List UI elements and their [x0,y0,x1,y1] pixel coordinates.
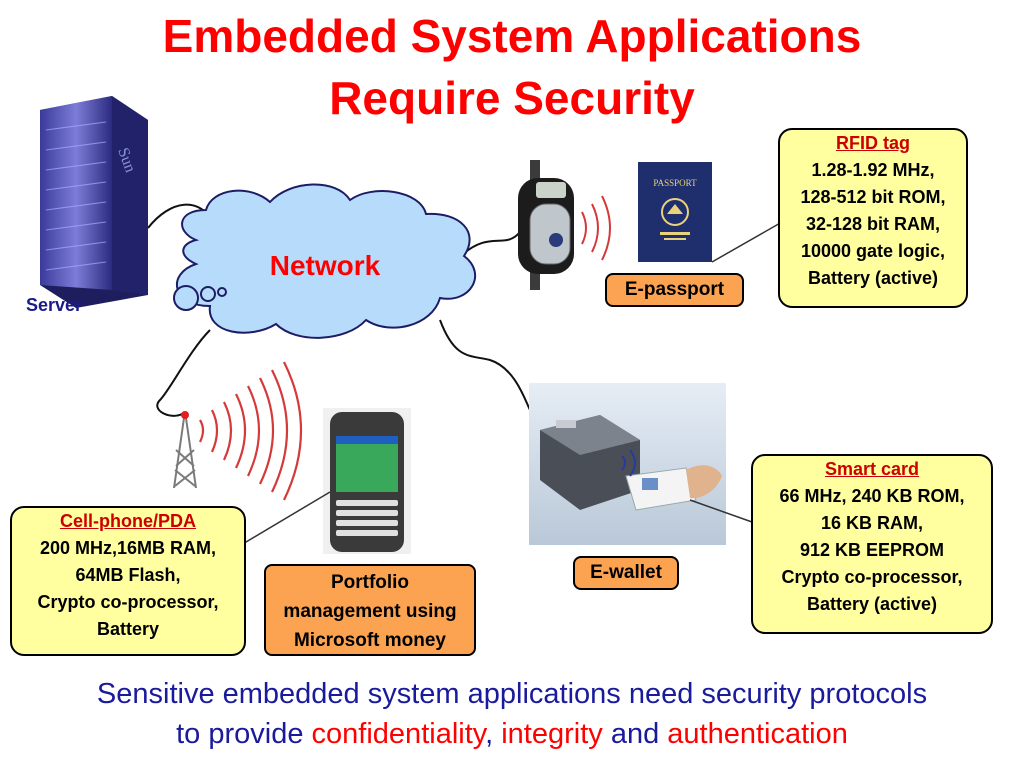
smartcard-spec-line: Battery (active) [806,594,938,614]
cellphone-heading: Cell-phone/PDA [59,511,196,531]
wire-network-reader [461,231,521,256]
smartcard-spec-line: 16 KB RAM, [820,513,923,533]
ewallet-photo [529,383,726,545]
rfid-callout-pointer [711,221,783,263]
portfolio-line: management using [283,601,457,622]
cellphone-callout: Cell-phone/PDA 200 MHz,16MB RAM, 64MB Fl… [10,506,246,656]
smartcard-callout: Smart card 66 MHz, 240 KB ROM, 16 KB RAM… [751,454,993,634]
smartcard-spec-line: 66 MHz, 240 KB ROM, [779,486,965,506]
server-icon: Sun [40,96,148,308]
smartcard-spec-line: Crypto co-processor, [781,567,963,587]
passport-cover-text: PASSPORT [653,178,697,188]
epassport-label: E-passport [605,273,744,307]
pda-phone-icon [323,408,411,554]
ewallet-label: E-wallet [573,556,679,590]
bottom-sep-2: and [602,718,668,750]
rfid-heading: RFID tag [836,133,910,153]
bottom-statement-line-1: Sensitive embedded system applications n… [96,678,928,710]
cell-tower-icon [173,417,197,489]
tower-signal-icon [199,361,302,501]
cellphone-spec-line: 200 MHz,16MB RAM, [39,538,217,558]
network-label: Network [269,250,381,281]
network-cloud-icon [173,183,477,339]
rfid-spec-line: 32-128 bit RAM, [805,214,941,234]
title-line-1: Embedded System Applications [162,10,862,62]
title-line-2: Require Security [329,72,695,124]
rfid-signal-icon [581,195,611,261]
rfid-reader-icon [518,160,574,290]
wire-network-tower [156,329,211,417]
wire-network-ewallet [439,319,531,411]
keyword-confidentiality: confidentiality [311,718,486,750]
portfolio-line: Portfolio [330,572,410,593]
rfid-spec-line: 128-512 bit ROM, [800,187,946,207]
bottom-statement-line-2: to provide confidentiality, integrity an… [0,716,1024,752]
cellphone-spec-line: Battery [96,619,160,639]
keyword-integrity: integrity [501,718,603,750]
bottom-sep-1: , [485,718,502,750]
smartcard-heading: Smart card [824,459,920,479]
portfolio-label: Portfolio management using Microsoft mon… [264,564,476,656]
smartcard-callout-pointer [689,499,753,523]
tower-beacon-icon [181,411,189,419]
cellphone-callout-pointer [235,491,331,549]
cellphone-spec-line: Crypto co-processor, [37,592,219,612]
rfid-spec-line: Battery (active) [807,268,939,288]
rfid-spec-line: 10000 gate logic, [800,241,946,261]
bottom-prefix: to provide [176,718,312,750]
keyword-authentication: authentication [667,718,848,750]
rfid-callout: RFID tag 1.28-1.92 MHz, 128-512 bit ROM,… [778,128,968,308]
connection-lines [147,203,531,417]
cellphone-spec-line: 64MB Flash, [75,565,181,585]
ewallet-signal-icon [621,449,636,477]
smartcard-spec-line: 912 KB EEPROM [799,540,945,560]
passport-icon: PASSPORT [638,162,712,262]
rfid-spec-line: 1.28-1.92 MHz, [811,160,935,180]
portfolio-line: Microsoft money [293,630,447,651]
server-label: Server [26,295,83,315]
